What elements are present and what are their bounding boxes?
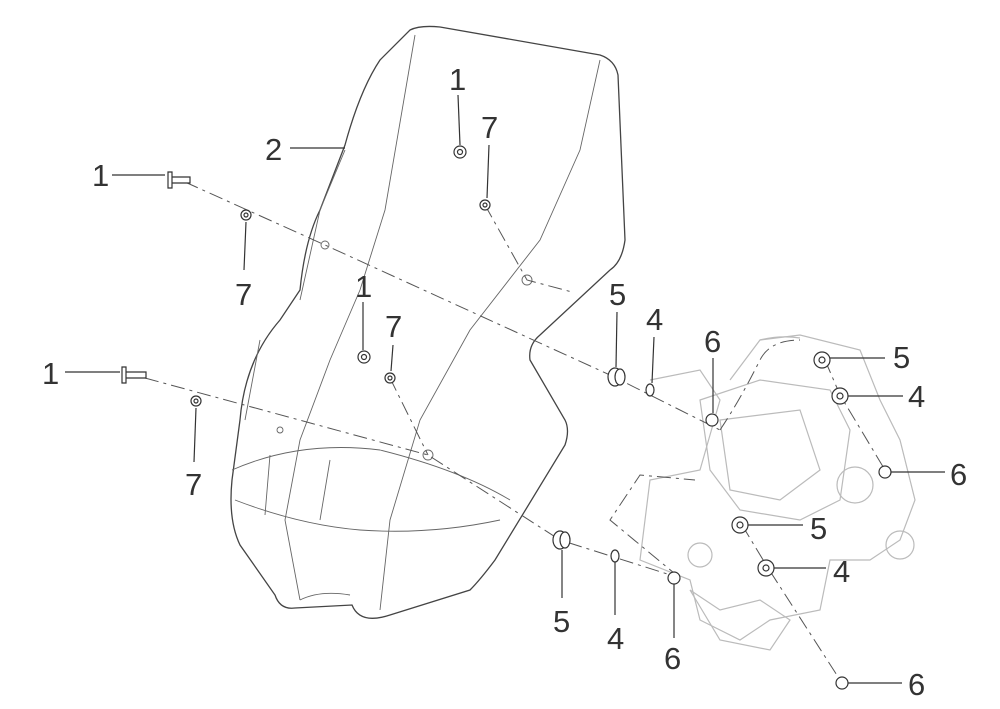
- callout-labels: 1 2 1 7 7 1 7 1 7 5 4 6 5 4 6 5 4 6 5 4 …: [42, 62, 967, 702]
- callout-7: 7: [481, 110, 498, 145]
- callout-4: 4: [646, 302, 663, 337]
- callout-5: 5: [553, 604, 570, 639]
- callout-5: 5: [810, 511, 827, 546]
- callout-1: 1: [449, 62, 466, 97]
- callout-4: 4: [908, 379, 925, 414]
- callout-6: 6: [950, 457, 967, 492]
- callout-7: 7: [185, 467, 202, 502]
- assembly-lines: [144, 181, 886, 684]
- callout-2: 2: [265, 132, 282, 167]
- mounting-bracket: [639, 334, 916, 651]
- callout-1: 1: [42, 356, 59, 391]
- callout-6: 6: [704, 324, 721, 359]
- callout-4: 4: [833, 554, 850, 589]
- callout-1: 1: [355, 269, 372, 304]
- callout-4: 4: [607, 621, 624, 656]
- callout-7: 7: [235, 277, 252, 312]
- callout-5: 5: [893, 340, 910, 375]
- callout-5: 5: [609, 277, 626, 312]
- callout-1: 1: [92, 158, 109, 193]
- windshield: [230, 25, 626, 619]
- bolt-part: [167, 171, 191, 189]
- callout-6: 6: [664, 641, 681, 676]
- callout-6: 6: [908, 667, 925, 702]
- leader-lines: [65, 94, 945, 684]
- hardware-parts: [121, 145, 892, 690]
- bolt-part: [121, 366, 147, 384]
- callout-7: 7: [385, 309, 402, 344]
